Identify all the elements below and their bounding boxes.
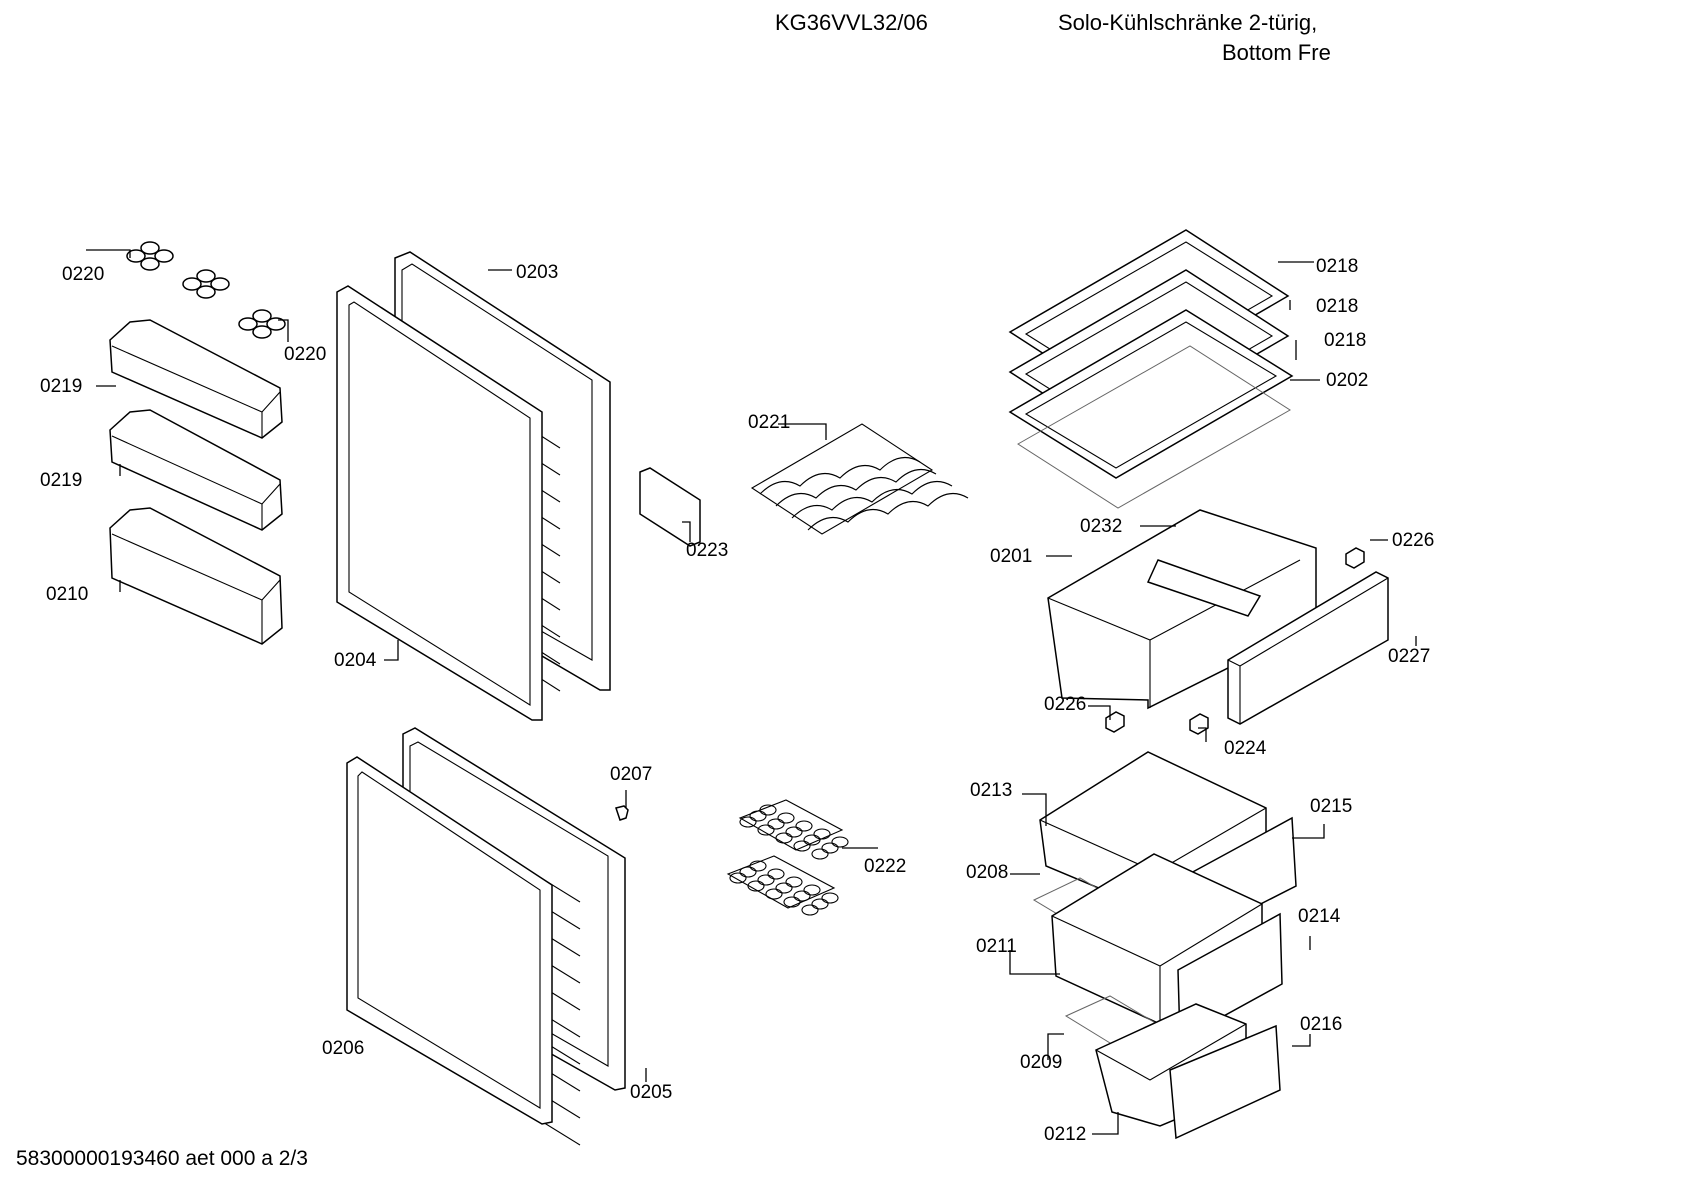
ice-tray-drawing-2: [726, 855, 839, 916]
part-number-label: 0224: [1224, 738, 1267, 759]
leader-line: [1009, 950, 1060, 975]
clip-drawing-3: [1189, 713, 1209, 735]
glass-plate-drawing: [1017, 345, 1291, 509]
part-number-label: 0201: [990, 546, 1032, 567]
door-shelf-drawing-1: [109, 319, 283, 439]
leader-line: [278, 319, 289, 342]
freezer-door-gasket-drawing: [346, 756, 553, 1125]
part-number-label: 0220: [284, 344, 326, 365]
part-number-label: 0219: [40, 470, 82, 491]
part-number-label: 0218: [1324, 330, 1366, 351]
leader-line: [1022, 793, 1047, 826]
part-number-label: 0222: [864, 856, 906, 877]
leader-line: [1047, 1033, 1064, 1060]
document-id: 58300000193460 aet 000 a 2/3: [16, 1147, 308, 1170]
part-number-label: 0213: [970, 780, 1012, 801]
part-number-label: 0232: [1080, 516, 1122, 537]
egg-tray-drawing-bottom: [238, 309, 286, 339]
screw-drawing: [615, 805, 629, 821]
leader-line: [1088, 705, 1111, 720]
door-shelf-drawing-3: [109, 507, 283, 645]
category-title-line2: Bottom Fre: [1222, 40, 1331, 62]
label-plate-drawing: [639, 467, 701, 547]
crisper-drawer-drawing: [1047, 509, 1317, 710]
part-number-label: 0210: [46, 584, 88, 605]
part-number-label: 0221: [748, 412, 790, 433]
part-number-label: 0207: [610, 764, 652, 785]
part-number-label: 0211: [976, 936, 1017, 957]
leader-line: [86, 249, 131, 258]
part-number-label: 0226: [1392, 530, 1434, 551]
leader-line: [778, 423, 827, 440]
part-number-label: 0226: [1044, 694, 1086, 715]
category-title-line1: Solo-Kühlschränke 2-türig,: [1058, 10, 1318, 35]
part-number-label: 0205: [630, 1082, 672, 1103]
crisper-cover-drawing: [1227, 571, 1389, 725]
leader-line: [1292, 1034, 1311, 1047]
ice-tray-drawing-1: [738, 799, 849, 860]
clip-drawing-2: [1105, 711, 1125, 733]
part-number-label: 0227: [1388, 646, 1430, 667]
fridge-door-gasket-drawing: [336, 285, 543, 721]
part-number-label: 0215: [1310, 796, 1352, 817]
leader-line: [682, 521, 691, 542]
part-number-label: 0203: [516, 262, 558, 283]
part-number-label: 0223: [686, 540, 728, 561]
part-number-label: 0219: [40, 376, 82, 397]
part-number-label: 0214: [1298, 906, 1341, 927]
part-number-label: 0209: [1020, 1052, 1062, 1073]
egg-tray-drawing-top: [126, 241, 174, 271]
part-number-label: 0206: [322, 1038, 364, 1059]
leader-line: [1198, 727, 1207, 742]
glass-shelf-drawing-3: [1008, 309, 1294, 479]
part-number-label: 0218: [1316, 296, 1358, 317]
leader-line: [384, 640, 399, 661]
part-number-label: 0202: [1326, 370, 1368, 391]
clip-drawing-1: [1345, 547, 1365, 569]
part-number-label: 0216: [1300, 1014, 1342, 1035]
part-number-label: 0220: [62, 264, 104, 285]
part-number-label: 0218: [1316, 256, 1358, 277]
model-number: KG36VVL32/06: [775, 10, 928, 35]
egg-tray-drawing-middle: [182, 269, 230, 299]
bottle-rack-drawing: [750, 423, 969, 535]
freezer-drawer-front-drawing-3: [1169, 1024, 1281, 1140]
leader-line: [1292, 824, 1325, 839]
part-number-label: 0208: [966, 862, 1008, 883]
leader-line: [1092, 1112, 1119, 1135]
door-shelf-drawing-2: [109, 409, 283, 531]
part-number-label: 0212: [1044, 1124, 1086, 1145]
part-number-label: 0204: [334, 650, 377, 671]
